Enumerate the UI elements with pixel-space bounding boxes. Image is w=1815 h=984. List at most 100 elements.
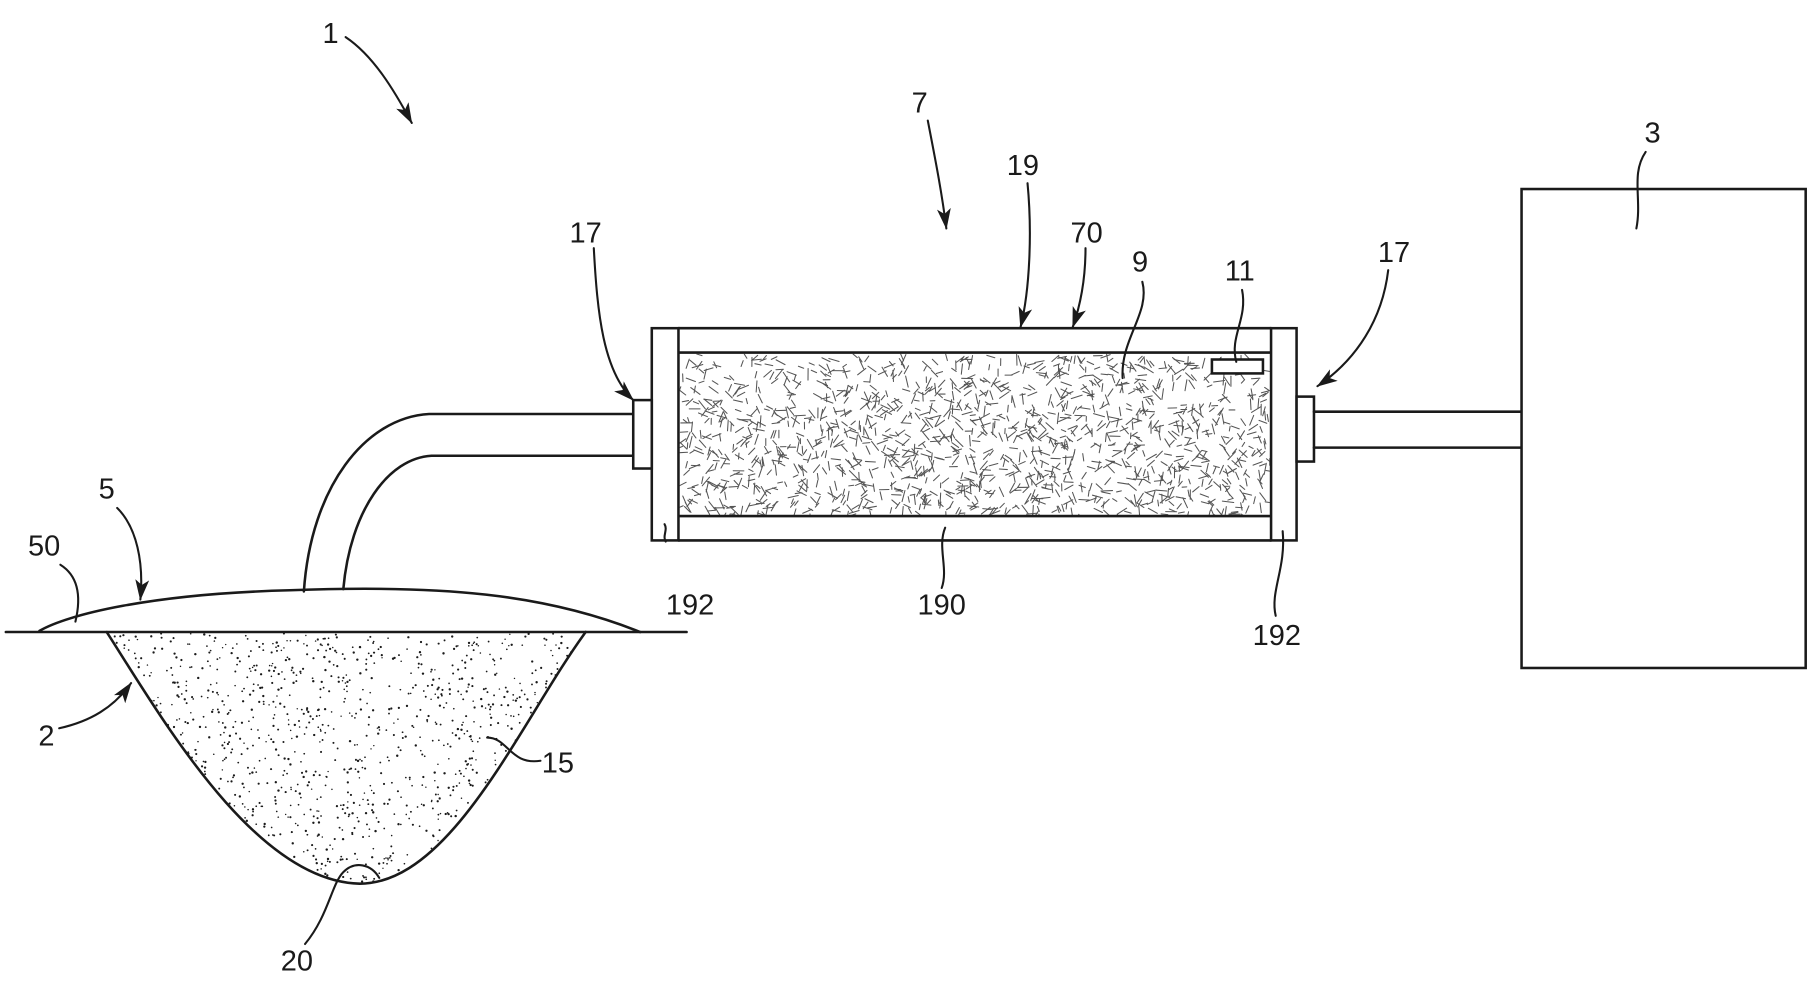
stipple-dot	[345, 685, 348, 688]
stipple-dot	[510, 727, 513, 730]
fiber-stroke	[891, 499, 899, 506]
stipple-dot	[509, 757, 512, 759]
fiber-stroke	[1228, 511, 1239, 515]
fiber-stroke	[1014, 504, 1020, 510]
fiber-stroke	[1028, 384, 1036, 391]
fiber-stroke	[950, 408, 961, 411]
stipple-dot	[233, 804, 236, 807]
fiber-stroke	[1054, 387, 1061, 398]
stipple-dot	[283, 647, 285, 649]
fiber-stroke	[1104, 432, 1107, 443]
fiber-stroke	[1023, 387, 1032, 391]
stipple-dot	[180, 693, 183, 695]
stipple-dot	[304, 876, 307, 879]
stipple-dot	[439, 723, 442, 726]
fiber-stroke	[933, 456, 944, 460]
stipple-dot	[265, 874, 268, 877]
fiber-stroke	[803, 417, 811, 420]
fiber-stroke	[787, 495, 799, 499]
stipple-dot	[489, 826, 492, 829]
fiber-stroke	[1004, 454, 1013, 461]
stipple-dot	[565, 823, 568, 826]
fiber-stroke	[891, 447, 899, 458]
stipple-dot	[146, 721, 148, 723]
stipple-dot	[427, 714, 430, 718]
stipple-dot	[302, 851, 305, 853]
fiber-stroke	[802, 508, 813, 514]
stipple-dot	[460, 868, 463, 872]
stipple-dot	[317, 833, 320, 836]
leader-lines	[59, 150, 1647, 946]
stipple-dot	[148, 674, 151, 677]
stipple-dot	[146, 747, 149, 749]
stipple-dot	[347, 815, 350, 818]
stipple-dot	[360, 880, 364, 883]
stipple-dot	[247, 655, 250, 658]
fiber-stroke	[1246, 431, 1257, 436]
fiber-stroke	[1177, 480, 1183, 487]
stipple-dot	[446, 743, 449, 745]
fiber-stroke	[1072, 406, 1077, 414]
stipple-dot	[449, 745, 452, 748]
stipple-dot	[200, 814, 203, 817]
stipple-dot	[184, 721, 187, 724]
stipple-dot	[567, 875, 570, 878]
stipple-dot	[187, 861, 190, 864]
fiber-stroke	[1195, 450, 1203, 458]
stipple-dot	[291, 874, 294, 878]
fiber-stroke	[879, 491, 883, 501]
fiber-stroke	[691, 432, 697, 439]
stipple-dot	[487, 787, 489, 790]
stipple-dot	[352, 801, 355, 804]
fiber-stroke	[1167, 431, 1177, 440]
fiber-stroke	[726, 419, 729, 432]
fiber-stroke	[993, 380, 1001, 385]
fiber-stroke	[914, 407, 921, 411]
fiber-stroke	[808, 416, 812, 424]
fiber-stroke	[859, 401, 870, 410]
stipple-dot	[147, 876, 150, 880]
stipple-dot	[494, 759, 496, 762]
stipple-dot	[286, 656, 289, 659]
fiber-stroke	[1057, 355, 1068, 359]
stipple-dot	[311, 717, 314, 721]
fiber-stroke	[850, 463, 859, 468]
stipple-dot	[436, 800, 439, 803]
fiber-stroke	[1141, 383, 1149, 391]
fiber-stroke	[1221, 500, 1235, 504]
stipple-dot	[496, 672, 498, 675]
stipple-dot	[208, 813, 211, 815]
stipple-dot	[431, 683, 434, 687]
fiber-stroke	[820, 415, 828, 420]
fiber-stroke	[1022, 449, 1028, 458]
stipple-dot	[480, 705, 484, 708]
stipple-dot	[564, 848, 567, 851]
stipple-dot	[554, 684, 557, 687]
fiber-stroke	[1259, 463, 1266, 467]
stipple-dot	[565, 692, 568, 695]
stipple-dot	[351, 831, 354, 834]
fiber-stroke	[1044, 371, 1047, 379]
fiber-stroke	[925, 477, 928, 484]
fiber-stroke	[802, 449, 808, 456]
fiber-stroke	[765, 504, 769, 516]
fiber-stroke	[733, 382, 746, 386]
stipple-dot	[412, 686, 414, 689]
stipple-dot	[141, 807, 144, 810]
label-inlet-connector: 17	[570, 217, 602, 249]
label-end-cap-left: 192	[666, 590, 714, 622]
stipple-dot	[519, 705, 522, 709]
fiber-stroke	[924, 387, 931, 392]
stipple-dot	[462, 842, 465, 845]
stipple-dot	[300, 771, 304, 774]
fiber-stroke	[1133, 478, 1145, 481]
fiber-stroke	[903, 454, 915, 458]
stipple-dot	[434, 793, 437, 796]
fiber-stroke	[720, 482, 727, 493]
stipple-dot	[264, 757, 267, 760]
fiber-stroke	[1147, 471, 1150, 481]
fiber-stroke	[998, 383, 1005, 388]
stipple-dot	[264, 853, 267, 856]
stipple-dot	[548, 867, 551, 870]
fiber-stroke	[1145, 453, 1157, 461]
